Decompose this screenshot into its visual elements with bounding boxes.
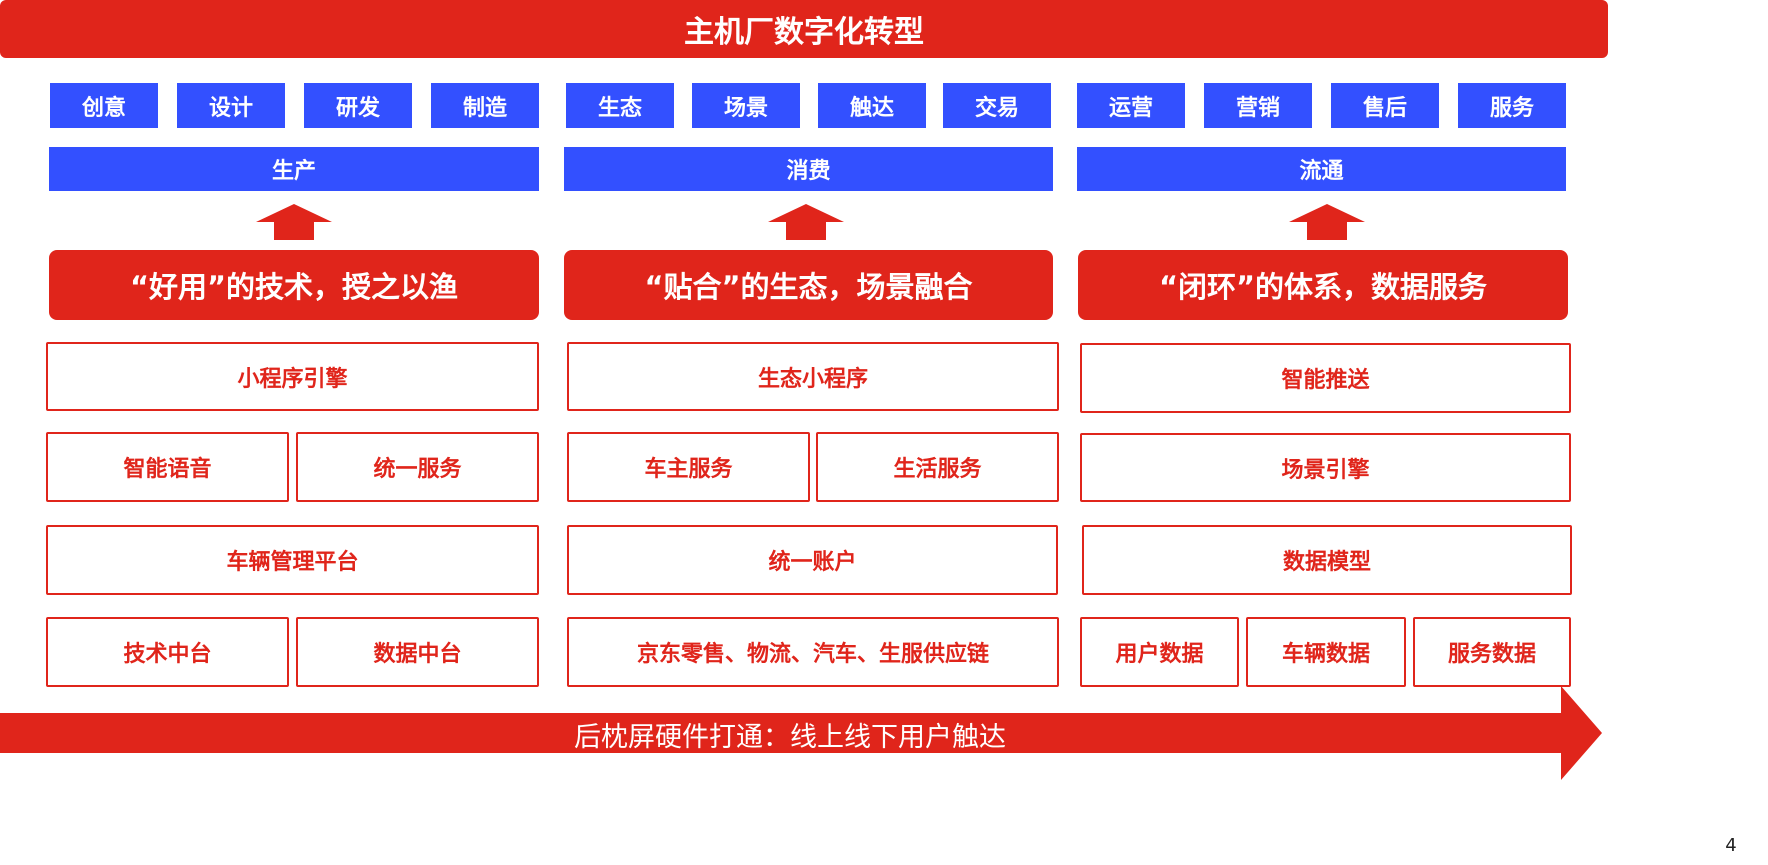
page-number: 4 — [1725, 834, 1737, 856]
up-arrow-icon — [256, 204, 332, 240]
chip-aftersales: 售后 — [1331, 83, 1439, 128]
box-smart-push: 智能推送 — [1080, 343, 1571, 413]
box-user-data: 用户数据 — [1080, 617, 1239, 687]
category-consumption: 消费 — [564, 147, 1053, 191]
chip-transaction: 交易 — [943, 83, 1051, 128]
bottom-banner-text: 后枕屏硬件打通：线上线下用户触达 — [574, 721, 1006, 753]
box-data-model: 数据模型 — [1082, 525, 1572, 595]
chip-creative: 创意 — [50, 83, 158, 128]
chip-operations: 运营 — [1077, 83, 1185, 128]
chip-ecosystem: 生态 — [566, 83, 674, 128]
chip-scenario: 场景 — [692, 83, 800, 128]
box-smart-voice: 智能语音 — [46, 432, 289, 502]
category-circulation: 流通 — [1077, 147, 1566, 191]
category-production: 生产 — [49, 147, 539, 191]
box-eco-miniprogram: 生态小程序 — [567, 342, 1059, 411]
box-miniprogram-engine: 小程序引擎 — [46, 342, 539, 411]
slogan-technology: “好用”的技术，授之以渔 — [49, 250, 539, 320]
up-arrow-icon — [768, 204, 844, 240]
chip-service: 服务 — [1458, 83, 1566, 128]
box-tech-middle-platform: 技术中台 — [46, 617, 289, 687]
chip-reach: 触达 — [818, 83, 926, 128]
chip-research: 研发 — [304, 83, 412, 128]
box-data-middle-platform: 数据中台 — [296, 617, 539, 687]
up-arrow-icon — [1289, 204, 1365, 240]
chip-marketing: 营销 — [1204, 83, 1312, 128]
box-vehicle-management-platform: 车辆管理平台 — [46, 525, 539, 595]
box-life-service: 生活服务 — [816, 432, 1059, 502]
slogan-system: “闭环”的体系，数据服务 — [1078, 250, 1568, 320]
box-unified-account: 统一账户 — [567, 525, 1058, 595]
chip-design: 设计 — [177, 83, 285, 128]
page-title: 主机厂数字化转型 — [0, 0, 1608, 58]
box-supply-chain: 京东零售、物流、汽车、生服供应链 — [567, 617, 1059, 687]
box-service-data: 服务数据 — [1413, 617, 1571, 687]
box-unified-service: 统一服务 — [296, 432, 539, 502]
box-scenario-engine: 场景引擎 — [1080, 433, 1571, 502]
chip-manufacturing: 制造 — [431, 83, 539, 128]
slogan-ecosystem: “贴合”的生态，场景融合 — [564, 250, 1053, 320]
box-owner-service: 车主服务 — [567, 432, 810, 502]
box-vehicle-data: 车辆数据 — [1246, 617, 1406, 687]
bottom-arrow-banner — [0, 686, 1602, 780]
